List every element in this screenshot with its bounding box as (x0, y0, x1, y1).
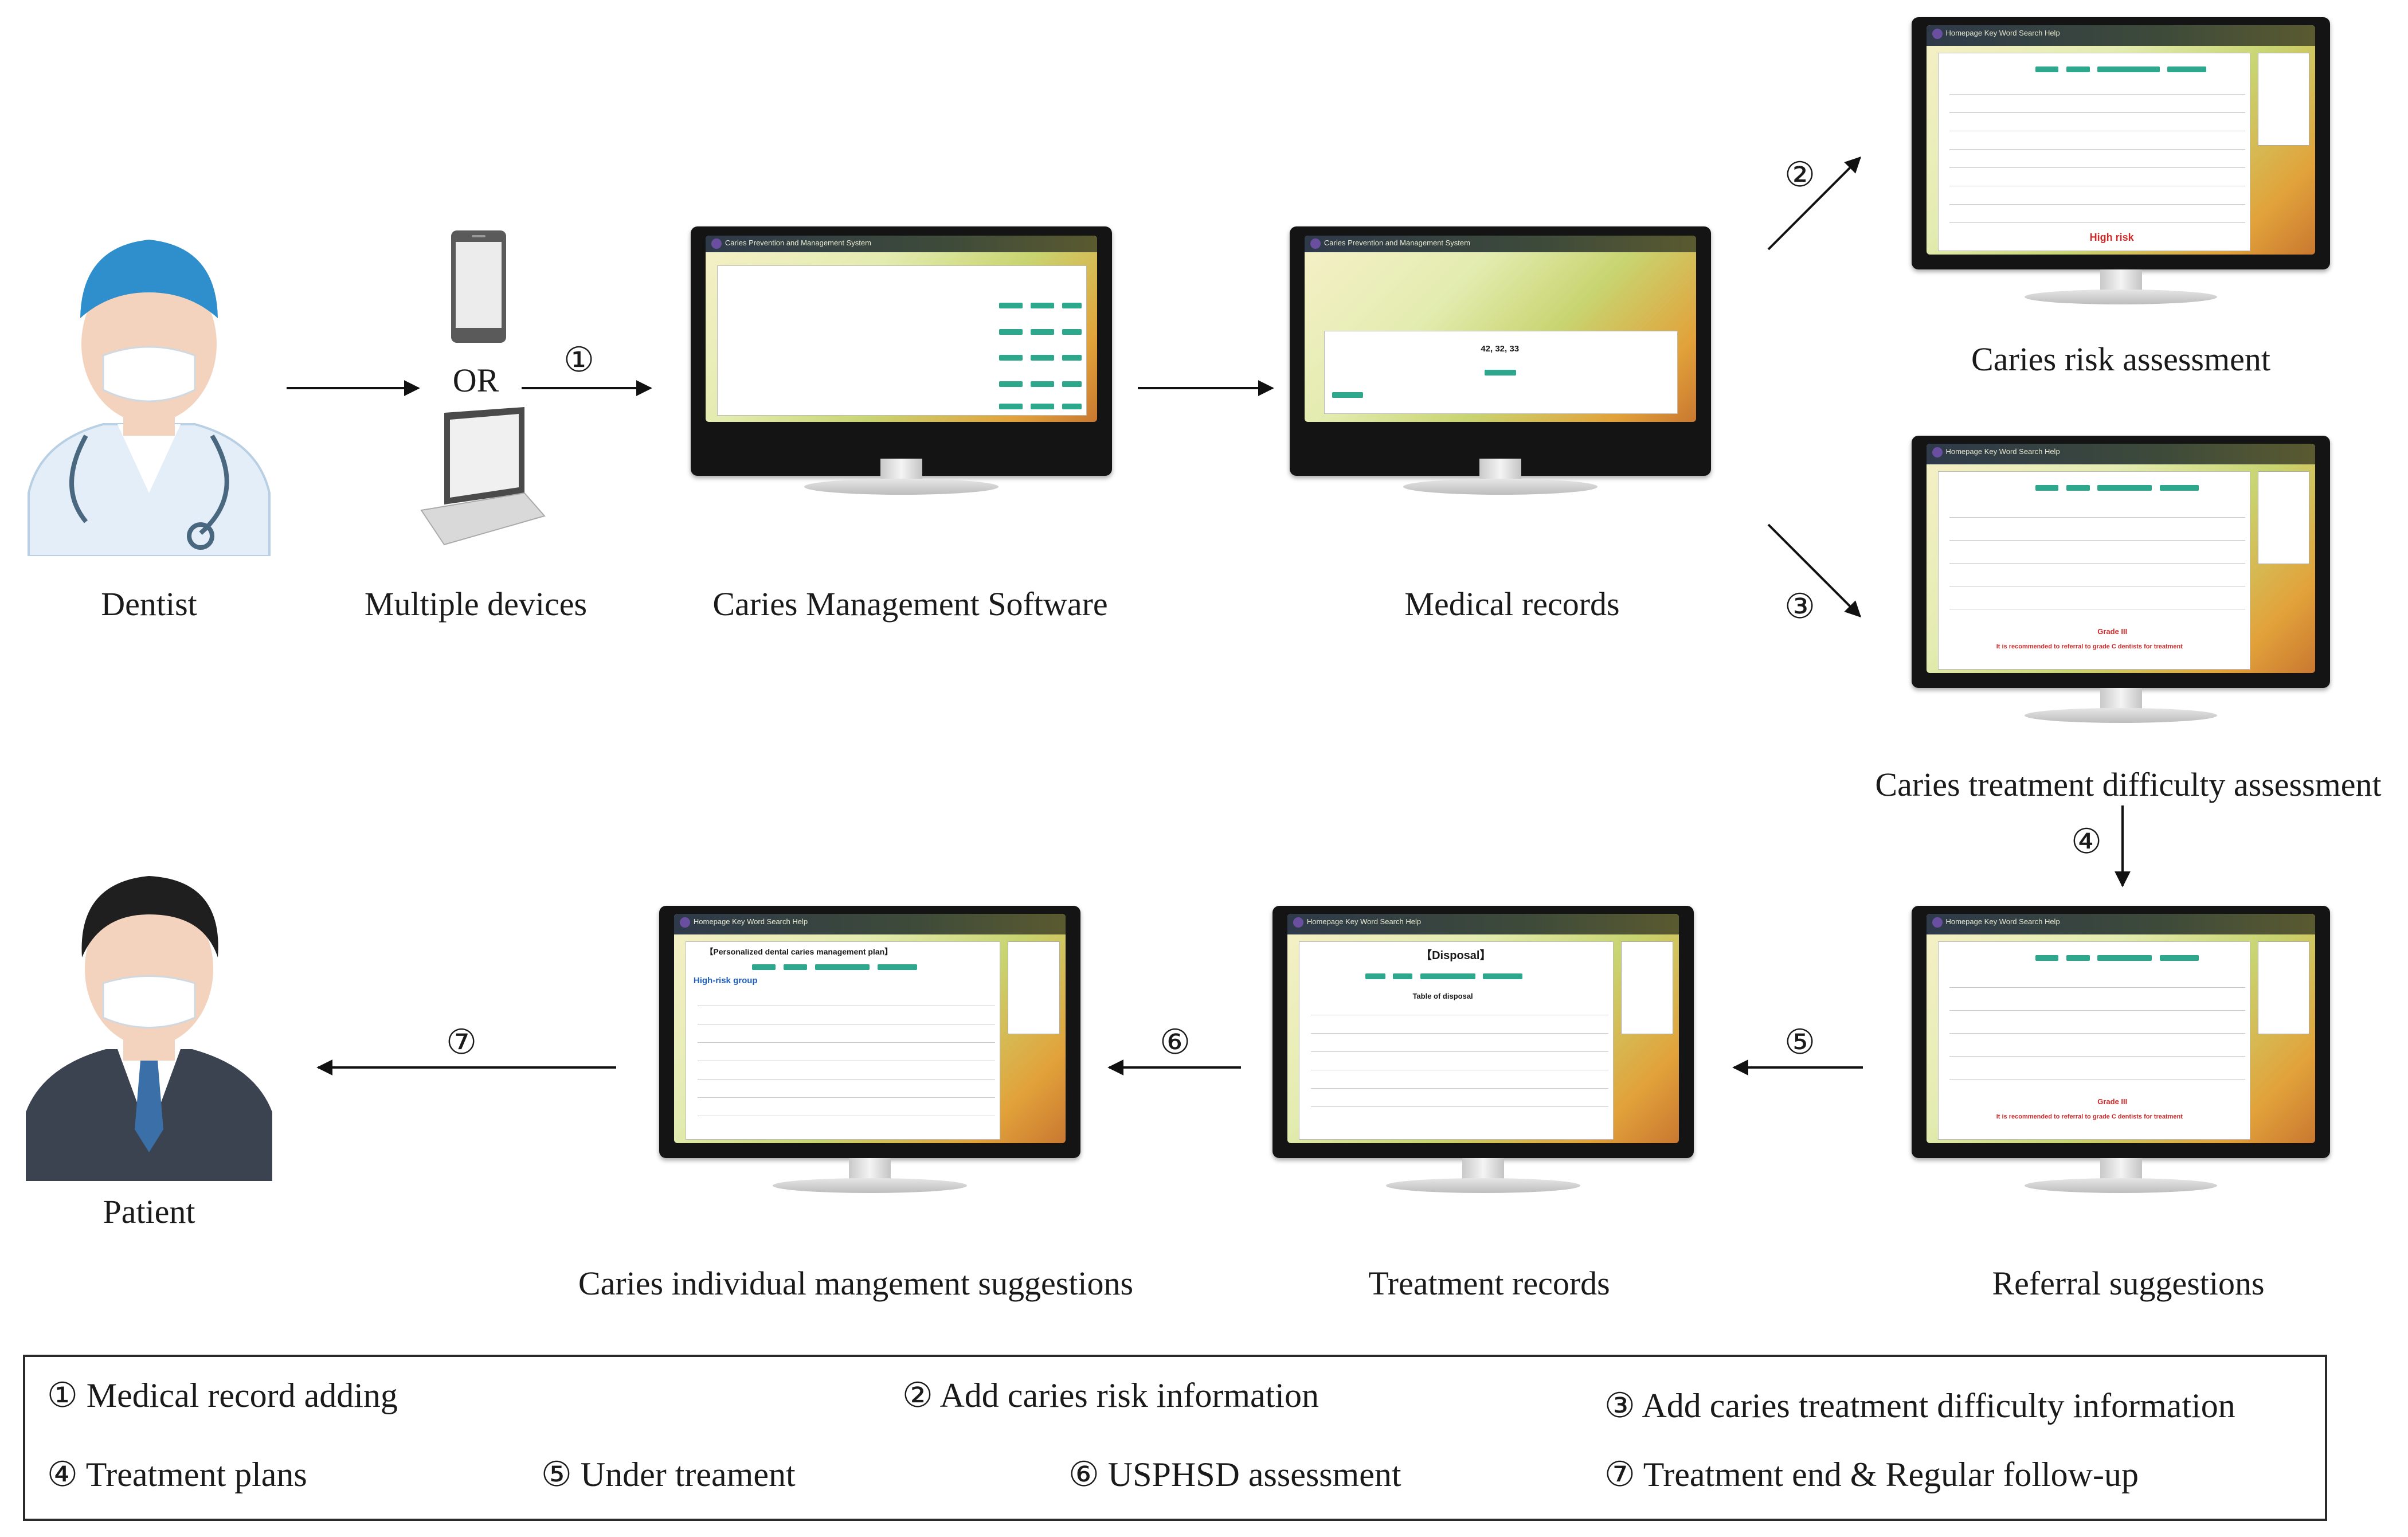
difficulty-label: Caries treatment difficulty assessment (1875, 766, 2382, 803)
referral-label: Referral suggestions (1992, 1265, 2265, 1302)
grade-result: Grade III (2097, 1097, 2128, 1106)
dentist-label: Dentist (101, 585, 197, 623)
step-5-marker: ⑤ (1784, 1023, 1815, 1061)
nav-bar: Homepage Key Word Search Help (1945, 917, 2060, 926)
disposal-title: 【Disposal】 (1420, 949, 1491, 962)
nav-bar: Homepage Key Word Search Help (1306, 917, 1422, 926)
phone-icon (451, 230, 506, 343)
legend-item-7: ⑦ Treatment end & Regular follow-up (1604, 1456, 2139, 1493)
plan-group: High-risk group (693, 976, 758, 985)
nav-bar: Homepage Key Word Search Help (1945, 447, 2060, 456)
devices-label: Multiple devices (364, 585, 588, 623)
legend-item-2: ② Add caries risk information (902, 1376, 1319, 1414)
suggestions-monitor: Homepage Key Word Search Help 【Personali… (659, 906, 1080, 1227)
nav-bar: Homepage Key Word Search Help (693, 917, 808, 926)
treatment-label: Treatment records (1368, 1265, 1610, 1302)
step-1-marker: ① (563, 341, 594, 379)
or-text: OR (452, 362, 499, 399)
records-label: Medical records (1404, 585, 1620, 623)
step-6-marker: ⑥ (1160, 1023, 1191, 1061)
arrow-records-risk (1767, 157, 1861, 251)
risk-result: High risk (2089, 232, 2134, 243)
app-title: Caries Prevention and Management System (725, 238, 871, 247)
step-4-marker: ④ (2071, 823, 2102, 861)
records-monitor: Caries Prevention and Management System … (1290, 226, 1711, 496)
suggestions-label: Caries individual mangement suggestions (578, 1265, 1134, 1302)
referral-screen: Homepage Key Word Search Help Grade III … (1926, 914, 2316, 1143)
plan-title: 【Personalized dental caries management p… (705, 947, 893, 956)
app-title: Caries Prevention and Management System (1324, 238, 1470, 247)
laptop-icon (420, 407, 546, 546)
tooth-numbers: 42, 32, 33 (1481, 343, 1520, 354)
risk-screen: Homepage Key Word Search Help High risk (1926, 25, 2316, 255)
treatment-monitor: Homepage Key Word Search Help 【Disposal】… (1272, 906, 1694, 1227)
legend-item-5: ⑤ Under treament (541, 1456, 796, 1493)
patient-label: Patient (103, 1193, 195, 1230)
legend-item-6: ⑥ USPHSD assessment (1068, 1456, 1401, 1493)
legend-item-4: ④ Treatment plans (47, 1456, 307, 1493)
risk-monitor: Homepage Key Word Search Help High risk (1912, 17, 2330, 327)
step-7-marker: ⑦ (446, 1023, 477, 1061)
referral-monitor: Homepage Key Word Search Help Grade III … (1912, 906, 2330, 1227)
software-monitor: Caries Prevention and Management System (691, 226, 1112, 496)
legend-item-3: ③ Add caries treatment difficulty inform… (1604, 1387, 2235, 1425)
disposal-table-title: Table of disposal (1412, 992, 1473, 1000)
software-label: Caries Management Software (712, 585, 1108, 623)
step-2-marker: ② (1784, 156, 1815, 194)
step-3-marker: ③ (1784, 588, 1815, 625)
arrow-records-difficulty (1767, 523, 1861, 617)
difficulty-monitor: Homepage Key Word Search Help Grade III … (1912, 436, 2330, 757)
treatment-screen: Homepage Key Word Search Help 【Disposal】… (1287, 914, 1679, 1143)
legend-item-1: ① Medical record adding (47, 1376, 398, 1414)
dentist-icon (28, 240, 271, 556)
risk-label: Caries risk assessment (1971, 341, 2270, 378)
nav-bar: Homepage Key Word Search Help (1945, 28, 2060, 37)
legend-box: ① Medical record adding ② Add caries ris… (23, 1355, 2327, 1521)
referral-note: It is recommended to referral to grade C… (1996, 643, 2183, 650)
records-screen: Caries Prevention and Management System … (1304, 236, 1697, 422)
software-screen: Caries Prevention and Management System (705, 236, 1098, 422)
referral-note: It is recommended to referral to grade C… (1996, 1113, 2183, 1120)
suggestions-screen: Homepage Key Word Search Help 【Personali… (674, 914, 1066, 1143)
difficulty-screen: Homepage Key Word Search Help Grade III … (1926, 444, 2316, 673)
patient-icon (26, 876, 272, 1181)
grade-result: Grade III (2097, 627, 2128, 636)
